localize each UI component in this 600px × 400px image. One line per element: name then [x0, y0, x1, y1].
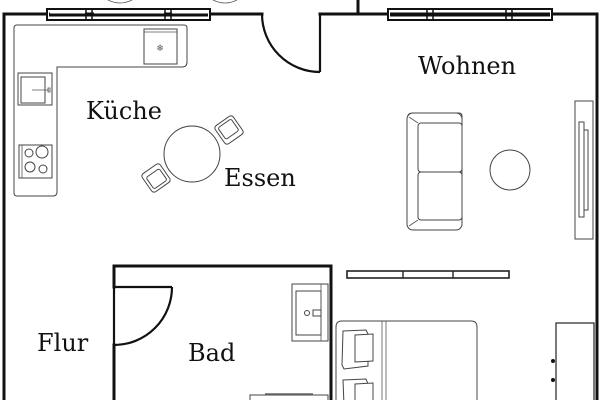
pillow-2 [342, 378, 374, 400]
svg-text:❄: ❄ [156, 44, 164, 54]
bathroom-walls [112, 264, 333, 400]
tv-unit [574, 100, 594, 240]
fridge: ❄ [143, 28, 178, 65]
window-living [387, 8, 553, 21]
window-kitchen [46, 8, 211, 21]
pillow-1 [341, 329, 374, 370]
balcony-furniture [107, 0, 238, 4]
room-label-kitchen: Küche [86, 97, 162, 125]
room-label-bathroom: Bad [188, 339, 236, 367]
shelf [346, 270, 510, 279]
dining-chair-2 [141, 163, 171, 193]
dining-chair-1 [214, 115, 244, 145]
coffee-table [489, 149, 531, 191]
bathtub [249, 393, 329, 400]
dining-table [163, 125, 221, 183]
sofa [406, 112, 463, 231]
room-label-dining: Essen [224, 164, 296, 192]
stove [18, 144, 53, 179]
entrance-door [260, 13, 322, 74]
room-label-living: Wohnen [418, 52, 517, 80]
wardrobe [551, 322, 595, 400]
bathroom-door [112, 285, 174, 347]
room-label-hallway: Flur [37, 329, 89, 357]
kitchen-sink [17, 72, 53, 106]
bathroom-sink [291, 283, 329, 342]
